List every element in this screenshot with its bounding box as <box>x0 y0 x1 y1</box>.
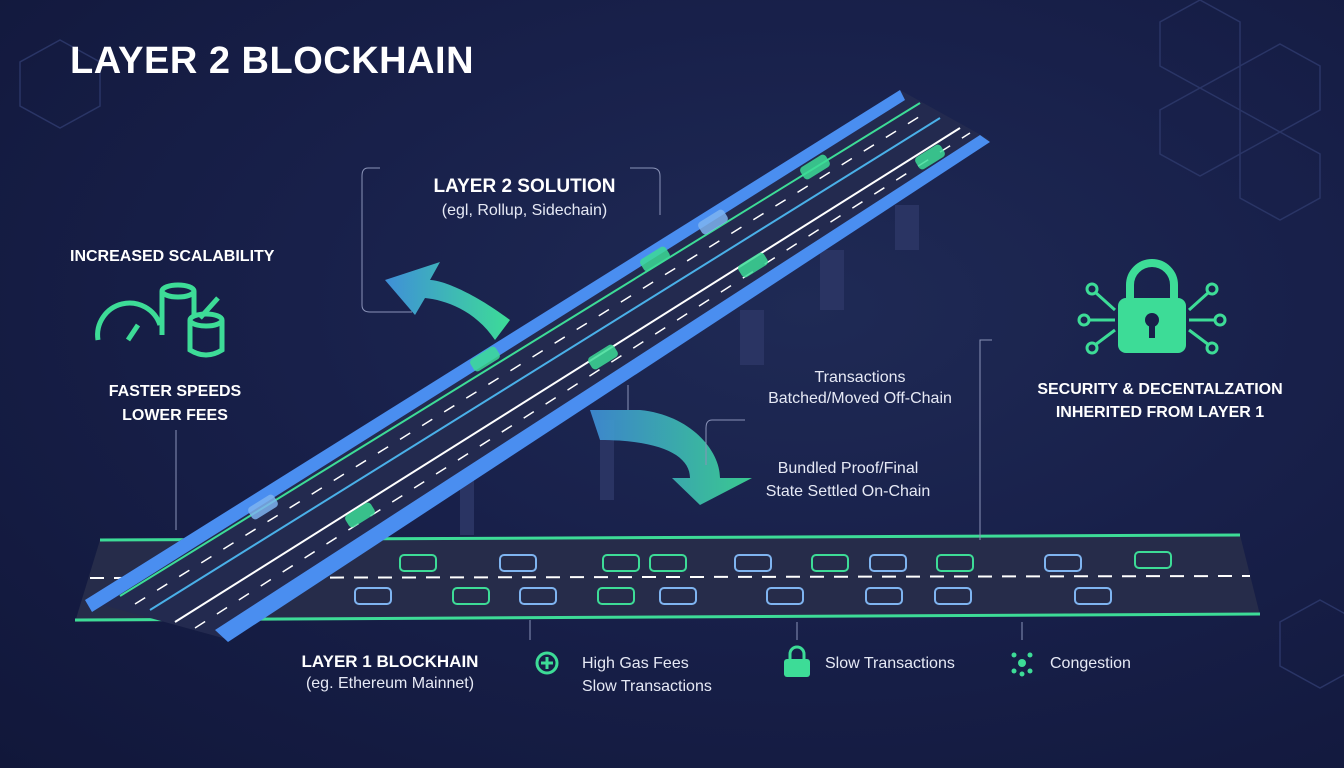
speed-coins-icon <box>95 282 225 358</box>
page-title: LAYER 2 BLOCKHAIN <box>70 40 475 82</box>
layer1-label: LAYER 1 BLOCKHAIN (eg. Ethereum Mainnet) <box>280 652 500 693</box>
layer2-cars <box>248 144 945 528</box>
layer1-subheading: (eg. Ethereum Mainnet) <box>305 675 475 692</box>
layer2-subheading: (egl, Rollup, Sidechain) <box>441 202 608 219</box>
layer1-heading: LAYER 1 BLOCKHAIN <box>301 652 479 671</box>
offchain-line2: Batched/Moved Off-Chain <box>768 390 952 407</box>
issue-gas-fees-line2: Slow Transactions <box>582 678 712 695</box>
security-lock-icon <box>1077 259 1227 355</box>
issue-gas-fees-line1: High Gas Fees <box>582 655 689 672</box>
onchain-arrow <box>590 410 752 505</box>
issue-congestion: Congestion <box>1050 655 1131 672</box>
callout-lines <box>175 167 1023 640</box>
security-label: SECURITY & DECENTALZATION INHERITED FROM… <box>1020 378 1300 424</box>
lock-icon <box>784 645 810 677</box>
hexagon-decor <box>19 0 1344 689</box>
benefits-heading: INCREASED SCALABILITY <box>70 248 275 265</box>
onchain-line2: State Settled On-Chain <box>765 483 931 500</box>
onchain-line1: Bundled Proof/Final <box>777 460 919 477</box>
layer2-heading: LAYER 2 SOLUTION <box>433 176 616 197</box>
benefit-fees: LOWER FEES <box>122 407 228 424</box>
security-line1: SECURITY & DECENTALZATION <box>1037 381 1283 398</box>
issue-gas-fees: High Gas Fees Slow Transactions <box>582 652 712 698</box>
security-line2: INHERITED FROM LAYER 1 <box>1055 404 1265 421</box>
network-icon <box>1011 652 1033 677</box>
offchain-line1: Transactions <box>814 369 906 386</box>
onchain-label: Bundled Proof/Final State Settled On-Cha… <box>748 457 948 503</box>
benefit-speed: FASTER SPEEDS <box>108 383 242 400</box>
offchain-arrow <box>385 262 510 340</box>
offchain-label: Transactions Batched/Moved Off-Chain <box>745 367 975 409</box>
layer1-road <box>74 533 1261 622</box>
gas-fee-icon <box>535 651 559 675</box>
layer2-label: LAYER 2 SOLUTION (egl, Rollup, Sidechain… <box>392 176 657 220</box>
layer1-cars <box>354 551 1172 605</box>
benefits-label: FASTER SPEEDS LOWER FEES <box>80 380 270 428</box>
issue-slow-transactions: Slow Transactions <box>825 655 955 672</box>
